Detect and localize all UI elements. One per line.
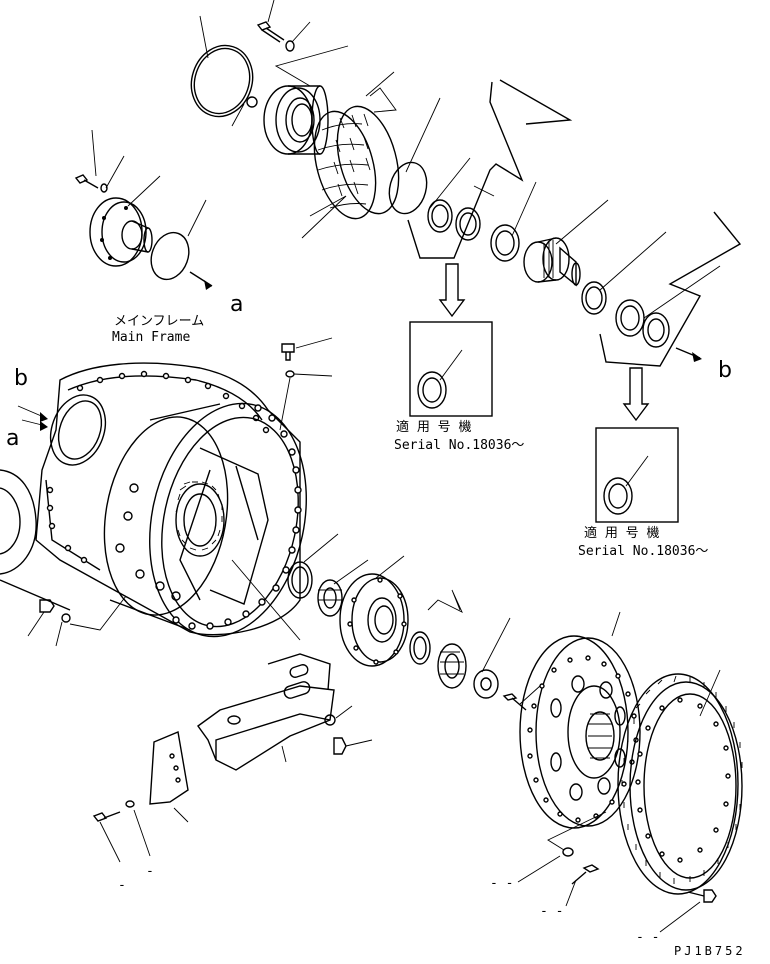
ref-b-right: b <box>718 358 732 383</box>
side-plate <box>149 731 189 805</box>
final-drive-hub <box>519 635 641 829</box>
flange-cover-left <box>89 197 153 267</box>
frame-partial-left <box>0 469 71 611</box>
leader-dash-1: - <box>118 878 126 893</box>
bolt-frame-left <box>27 595 127 647</box>
leader-lines-left-flange <box>91 129 207 237</box>
leader-lines-center <box>303 533 541 705</box>
leader-frame-bracket <box>231 559 301 641</box>
bearing-race-pair-right <box>615 299 670 348</box>
arrow-down-1 <box>438 263 466 318</box>
serial-box-1-jp: 適 用 号 機 <box>396 420 472 435</box>
group-bracket-1 <box>407 81 524 259</box>
bearing-cone <box>490 224 520 262</box>
leader-dash-3: - - <box>490 876 514 891</box>
serial-box-2-en: Serial No.18036〜 <box>578 544 709 559</box>
seal-ring-center <box>287 561 313 599</box>
leader-lines-hub <box>611 611 721 717</box>
breather-plug <box>279 337 333 431</box>
main-frame-label-jp: メインフレーム <box>114 314 205 329</box>
bearing-race-pair-center <box>409 631 467 689</box>
o-ring-large-top <box>190 44 254 118</box>
bolt-washer-bracket-right <box>281 705 373 763</box>
seal-housing-top <box>263 85 329 155</box>
bearing-race-serial-2 <box>603 455 649 515</box>
ref-a-upper: a <box>230 292 244 317</box>
main-frame-label-en: Main Frame <box>112 330 191 345</box>
bolt-left <box>74 174 108 193</box>
plug-small <box>246 96 258 108</box>
group-bracket-2 <box>599 211 742 367</box>
leader-dash-2: - <box>146 864 154 879</box>
leader-lines-top <box>199 0 721 319</box>
bolt-bracket-lower <box>92 800 189 863</box>
leader-dash-4: - - <box>540 904 564 919</box>
bearing-race-serial-1 <box>417 349 463 409</box>
support-bracket <box>197 653 335 771</box>
ring-gear <box>617 673 743 895</box>
bearing-race-pair-upper <box>427 199 481 241</box>
serial-box-2-jp: 適 用 号 機 <box>584 526 660 541</box>
bolt-center <box>502 693 527 711</box>
arrow-down-2 <box>622 367 650 422</box>
serial-box-1-en: Serial No.18036〜 <box>394 438 525 453</box>
bolt-washer-hub <box>517 811 607 907</box>
bolt-top <box>256 21 295 52</box>
o-ring-mid <box>388 161 428 215</box>
leader-dash-5: - - <box>636 930 660 945</box>
drawing-code: PJ1B752 <box>674 944 746 958</box>
serial-box-2 <box>595 427 679 523</box>
hub-flange-center <box>339 573 409 667</box>
o-ring-left <box>150 231 190 281</box>
bearing-center <box>317 579 343 617</box>
bolt-ring-gear <box>659 889 717 933</box>
serial-box-1 <box>409 321 493 417</box>
group-bracket-1b <box>499 79 573 125</box>
ref-b-left: b <box>14 366 28 391</box>
pinion-shaft <box>523 237 581 287</box>
roller-cage <box>313 105 400 220</box>
ref-a-left: a <box>6 426 20 451</box>
bearing-race-right <box>581 281 607 315</box>
main-frame <box>35 362 307 638</box>
thrust-washer <box>473 669 499 699</box>
